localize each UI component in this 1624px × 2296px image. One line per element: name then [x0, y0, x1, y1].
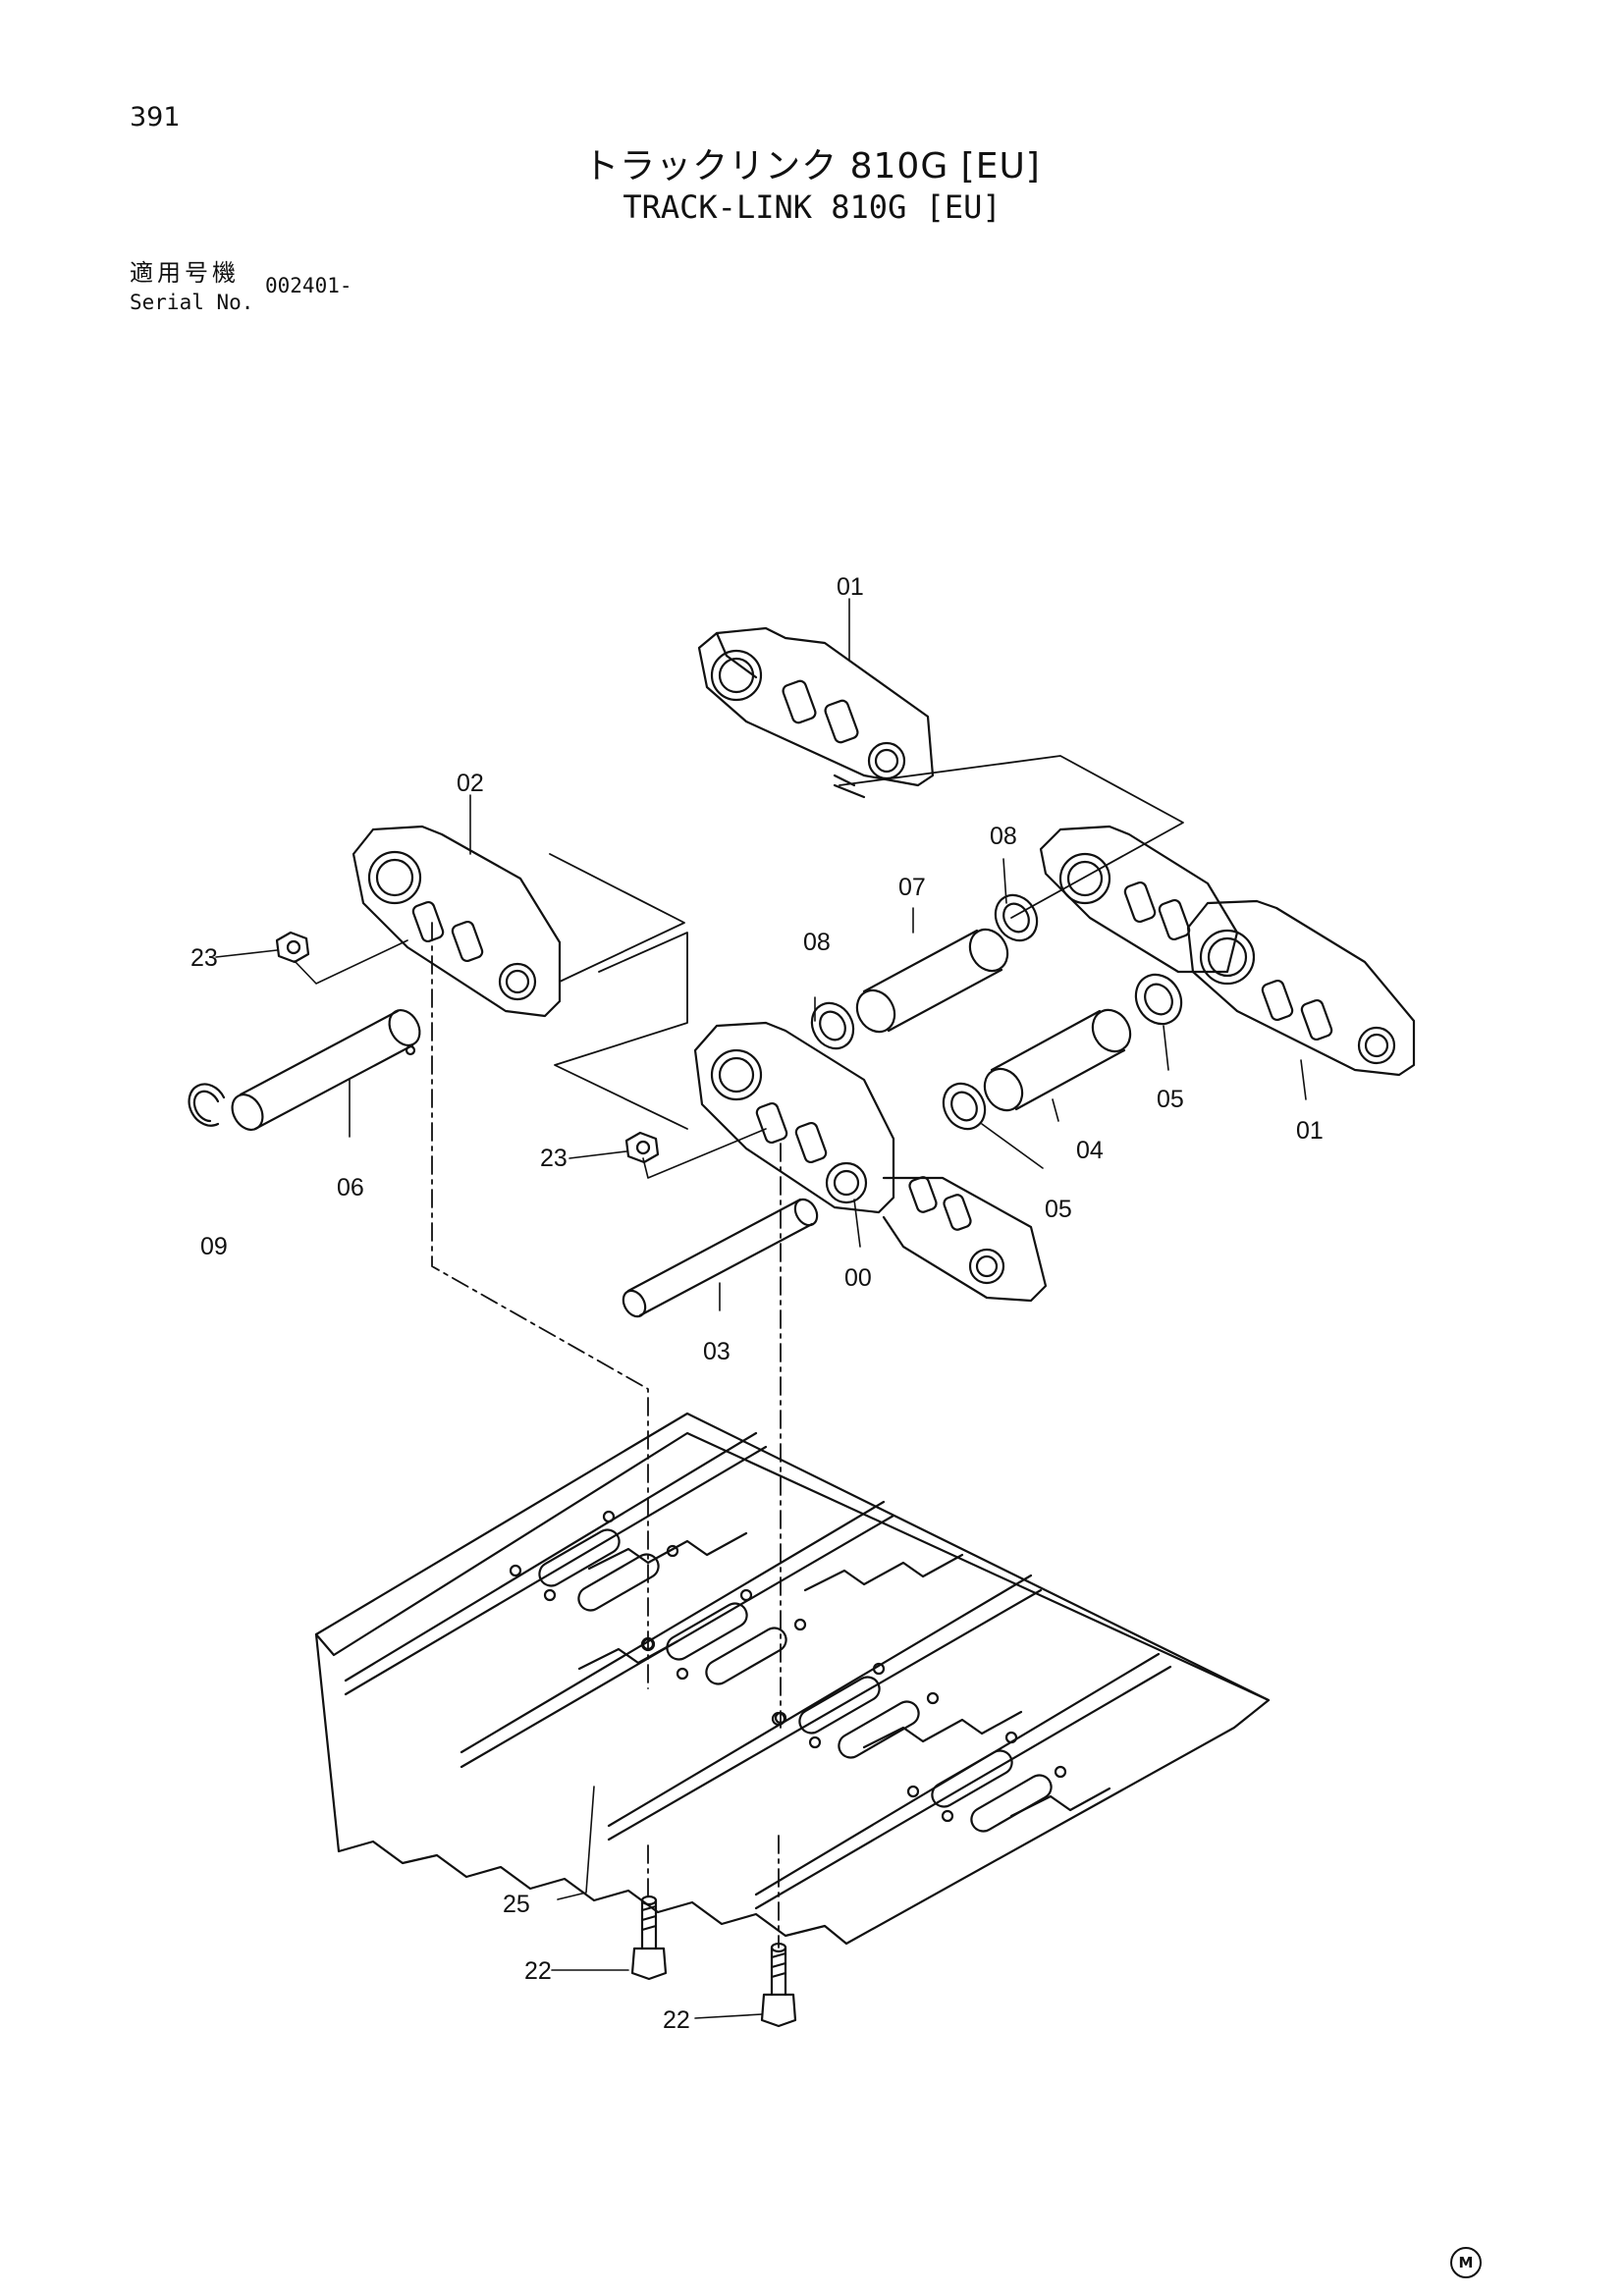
track-link-02: [352, 825, 562, 1018]
callout-01-right: 01: [1296, 1117, 1324, 1145]
callout-05-center: 05: [1045, 1196, 1072, 1223]
callout-08-right: 08: [990, 823, 1017, 850]
callout-08-left: 08: [803, 929, 831, 956]
callout-23-left: 23: [190, 944, 218, 972]
callout-23-mid: 23: [540, 1145, 568, 1172]
callout-04: 04: [1076, 1137, 1104, 1164]
callout-06: 06: [337, 1174, 364, 1201]
callout-00: 00: [844, 1264, 872, 1292]
callout-01-top: 01: [837, 573, 864, 601]
assembly-lines: [431, 755, 1184, 1949]
track-link-00: [693, 1021, 1048, 1303]
serial-label-english: Serial No.: [130, 291, 254, 314]
pin-03: [622, 1198, 819, 1318]
callout-09: 09: [200, 1233, 228, 1260]
callout-05-right: 05: [1157, 1086, 1184, 1113]
seal-rings: [810, 893, 1183, 1131]
serial-number-value: 002401-: [265, 274, 352, 297]
callout-labels: 01 02 23 06 09 08 07 08 05 01 04 05 23 0…: [190, 573, 1324, 2034]
serial-label-japanese: 適用号機: [130, 259, 240, 287]
track-link-01-top: [697, 626, 935, 799]
track-shoe-plate: [314, 1412, 1271, 1946]
bushing-04: [983, 1008, 1132, 1112]
manufacturer-mark: M: [1450, 2247, 1482, 2278]
title-english: TRACK-LINK 810G [EU]: [623, 188, 1001, 226]
nuts-23: [275, 931, 660, 1164]
callout-07: 07: [898, 874, 926, 901]
bushing-07: [855, 928, 1009, 1034]
page-number: 391: [130, 102, 181, 133]
snap-ring-09: [188, 1083, 226, 1127]
bolts-22: [630, 1895, 797, 2028]
callout-22-right: 22: [663, 2006, 690, 2034]
callout-02: 02: [457, 770, 484, 797]
callout-03: 03: [703, 1338, 731, 1365]
callout-25: 25: [503, 1891, 530, 1918]
leader-lines: [215, 598, 1307, 2019]
title-japanese: トラックリンク 810G [EU]: [583, 146, 1041, 187]
shoe-slots: [538, 1528, 1053, 1833]
pin-06: [231, 1009, 421, 1131]
track-link-01-right: [1039, 825, 1416, 1077]
shoe-bolt-holes: [509, 1510, 1067, 1823]
callout-22-left: 22: [524, 1957, 552, 1985]
